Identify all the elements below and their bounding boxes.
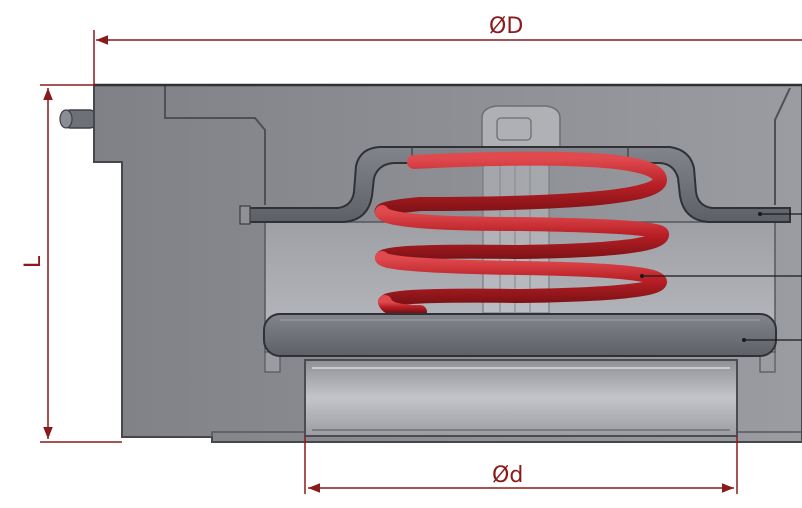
side-pin: [59, 109, 99, 129]
dimension-height: L: [21, 84, 122, 443]
inner-bore: [304, 359, 738, 437]
valve-disc: [263, 313, 777, 357]
compression-spring: [374, 151, 669, 319]
outer-diameter-label: ØD: [489, 14, 523, 39]
inner-diameter-label: Ød: [492, 463, 523, 488]
dimension-inner-diameter: Ød: [304, 436, 738, 494]
dimension-outer-diameter: ØD: [93, 14, 802, 86]
height-label: L: [21, 255, 46, 268]
spring-retainer-cap: [239, 146, 791, 225]
leader-lines: [640, 212, 802, 342]
